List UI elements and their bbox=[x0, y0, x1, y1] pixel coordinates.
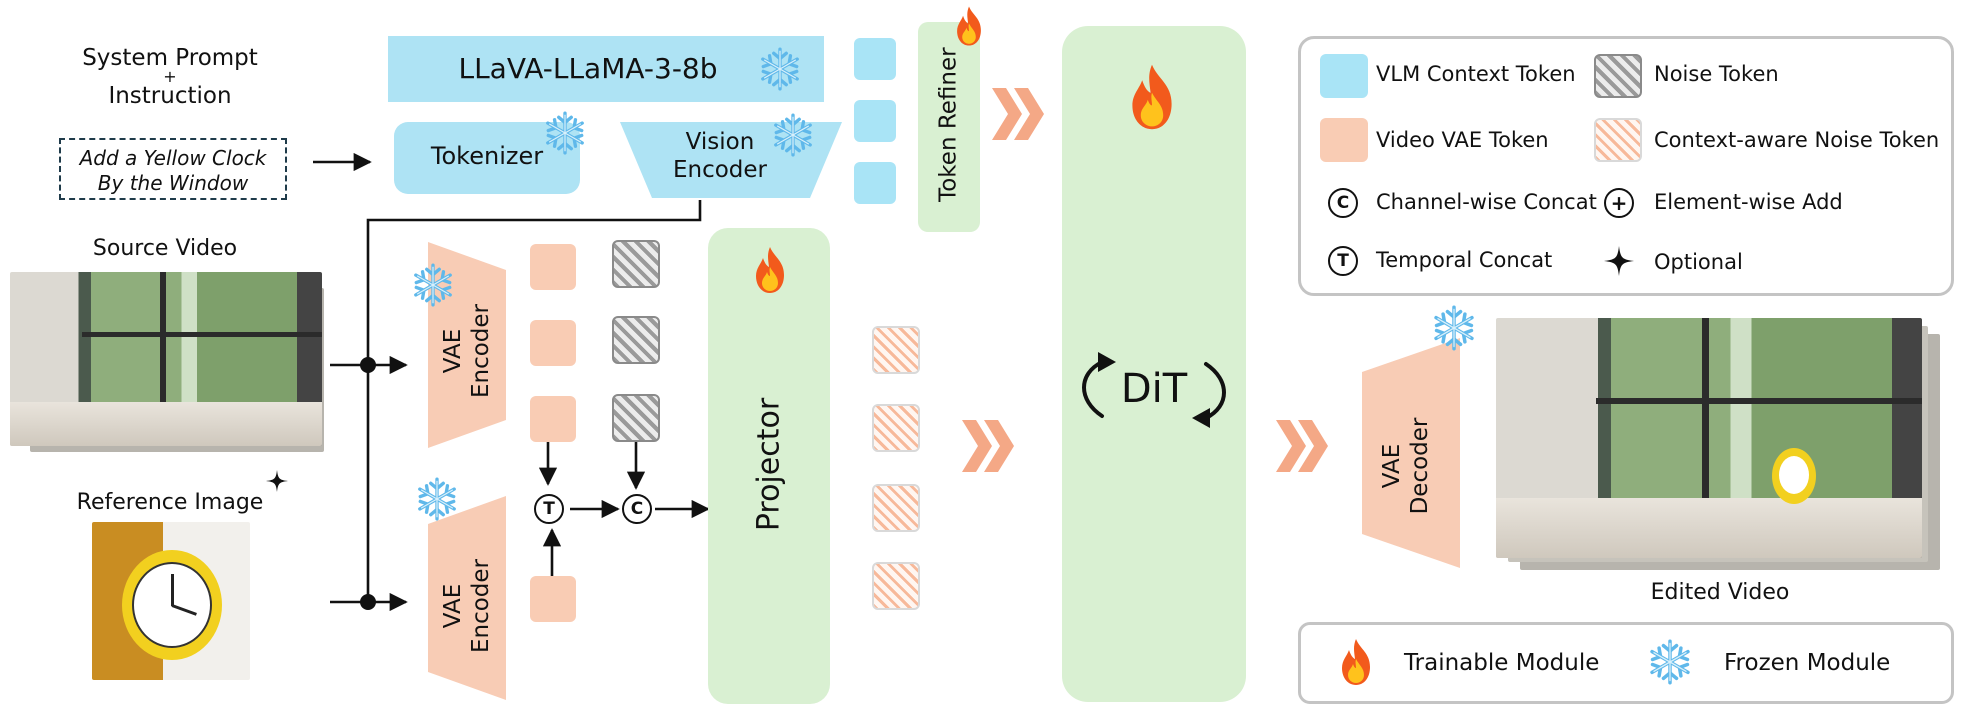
vae-encoder-label: VAE Encoder bbox=[439, 546, 495, 666]
prompt-title-line3: Instruction bbox=[108, 83, 232, 109]
projector-module bbox=[708, 228, 830, 704]
prompt-title: System Prompt + Instruction bbox=[60, 46, 280, 108]
legend-ctx-noise-swatch bbox=[1594, 118, 1642, 162]
flame-icon bbox=[952, 4, 986, 48]
noise-token bbox=[612, 394, 660, 442]
vae-encoder-line1: VAE bbox=[440, 328, 466, 374]
legend-ctx-noise-label: Context-aware Noise Token bbox=[1654, 128, 1940, 152]
legend-channel-icon: C bbox=[1328, 188, 1358, 218]
context-aware-noise-token bbox=[872, 562, 920, 610]
vae-encoder-line1: VAE bbox=[440, 583, 466, 629]
vae-decoder-module bbox=[1362, 338, 1460, 568]
noise-token bbox=[612, 240, 660, 288]
snowflake-icon bbox=[770, 112, 816, 158]
flame-icon bbox=[1124, 62, 1180, 132]
vae-decoder-line1: VAE bbox=[1379, 443, 1405, 489]
vlm-context-token bbox=[854, 38, 896, 80]
flame-icon bbox=[1336, 636, 1376, 688]
vae-encoder-module bbox=[428, 496, 506, 700]
video-vae-token bbox=[530, 396, 576, 442]
vae-encoder-label: VAE Encoder bbox=[439, 291, 495, 411]
reference-image-label: Reference Image bbox=[76, 490, 264, 515]
snowflake-icon bbox=[1430, 304, 1478, 352]
vae-encoder-line2: Encoder bbox=[468, 303, 494, 399]
legend-video-vae-swatch bbox=[1320, 118, 1368, 162]
legend-vlm-label: VLM Context Token bbox=[1376, 62, 1576, 86]
prompt-title-line1: System Prompt bbox=[82, 45, 258, 71]
chevron-right-icon bbox=[962, 420, 1014, 472]
projector-label: Projector bbox=[751, 397, 787, 532]
edited-video-label: Edited Video bbox=[1650, 580, 1790, 605]
snowflake-icon bbox=[414, 476, 460, 522]
vision-encoder-module bbox=[620, 122, 842, 198]
legend-noise-label: Noise Token bbox=[1654, 62, 1779, 86]
vlm-context-token bbox=[854, 100, 896, 142]
legend-frozen-label: Frozen Module bbox=[1724, 650, 1891, 676]
chevron-right-icon bbox=[1276, 420, 1328, 472]
flame-icon bbox=[750, 244, 790, 296]
vision-encoder-line1: Vision bbox=[685, 129, 755, 155]
legend-optional-icon bbox=[1604, 246, 1634, 276]
legend-optional-label: Optional bbox=[1654, 250, 1743, 274]
legend-video-vae-label: Video VAE Token bbox=[1376, 128, 1549, 152]
context-aware-noise-token bbox=[872, 404, 920, 452]
chevron-right-icon bbox=[992, 88, 1044, 140]
vae-decoder-label: VAE Decoder bbox=[1378, 406, 1434, 526]
legend-add-label: Element-wise Add bbox=[1654, 190, 1843, 214]
snowflake-icon bbox=[410, 262, 456, 308]
tokenizer-label: Tokenizer bbox=[430, 142, 544, 170]
prompt-title-line2: + bbox=[163, 67, 177, 86]
legend-channel-label: Channel-wise Concat bbox=[1376, 190, 1597, 214]
vae-encoder-line2: Encoder bbox=[468, 558, 494, 654]
noise-token bbox=[612, 316, 660, 364]
legend-trainable-label: Trainable Module bbox=[1404, 650, 1600, 676]
vision-encoder-line2: Encoder bbox=[672, 157, 768, 183]
video-vae-token bbox=[530, 320, 576, 366]
video-vae-token bbox=[530, 576, 576, 622]
vlm-context-token bbox=[854, 162, 896, 204]
legend-temporal-icon: T bbox=[1328, 246, 1358, 276]
module-legend-box bbox=[1298, 622, 1954, 704]
vision-encoder-label: Vision Encoder bbox=[640, 128, 800, 184]
source-video-label: Source Video bbox=[92, 236, 238, 261]
snowflake-icon bbox=[1646, 638, 1694, 686]
instruction-line1: Add a Yellow Clock bbox=[79, 146, 267, 170]
vae-decoder-line2: Decoder bbox=[1407, 417, 1433, 515]
channel-concat-operator: C bbox=[622, 494, 652, 524]
legend-temporal-label: Temporal Concat bbox=[1376, 248, 1553, 272]
context-aware-noise-token bbox=[872, 326, 920, 374]
snowflake-icon bbox=[542, 110, 588, 156]
llm-module bbox=[388, 36, 824, 102]
context-aware-noise-token bbox=[872, 484, 920, 532]
instruction-line2: By the Window bbox=[97, 171, 249, 195]
snowflake-icon bbox=[757, 46, 803, 92]
cycle-arrows-icon bbox=[1082, 352, 1226, 428]
legend-add-icon: + bbox=[1604, 188, 1634, 218]
token-refiner-module bbox=[918, 22, 980, 232]
dit-label: DiT bbox=[1120, 366, 1188, 412]
temporal-concat-operator: T bbox=[534, 494, 564, 524]
legend-noise-swatch bbox=[1594, 54, 1642, 98]
instruction-box bbox=[59, 138, 287, 200]
legend-box bbox=[1298, 36, 1954, 296]
video-vae-token bbox=[530, 244, 576, 290]
dit-module bbox=[1062, 26, 1246, 702]
llm-label: LLaVA-LLaMA-3-8b bbox=[458, 52, 718, 85]
legend-vlm-swatch bbox=[1320, 54, 1368, 98]
reference-image-thumbnail bbox=[92, 522, 250, 680]
instruction-text: Add a Yellow Clock By the Window bbox=[59, 146, 287, 196]
